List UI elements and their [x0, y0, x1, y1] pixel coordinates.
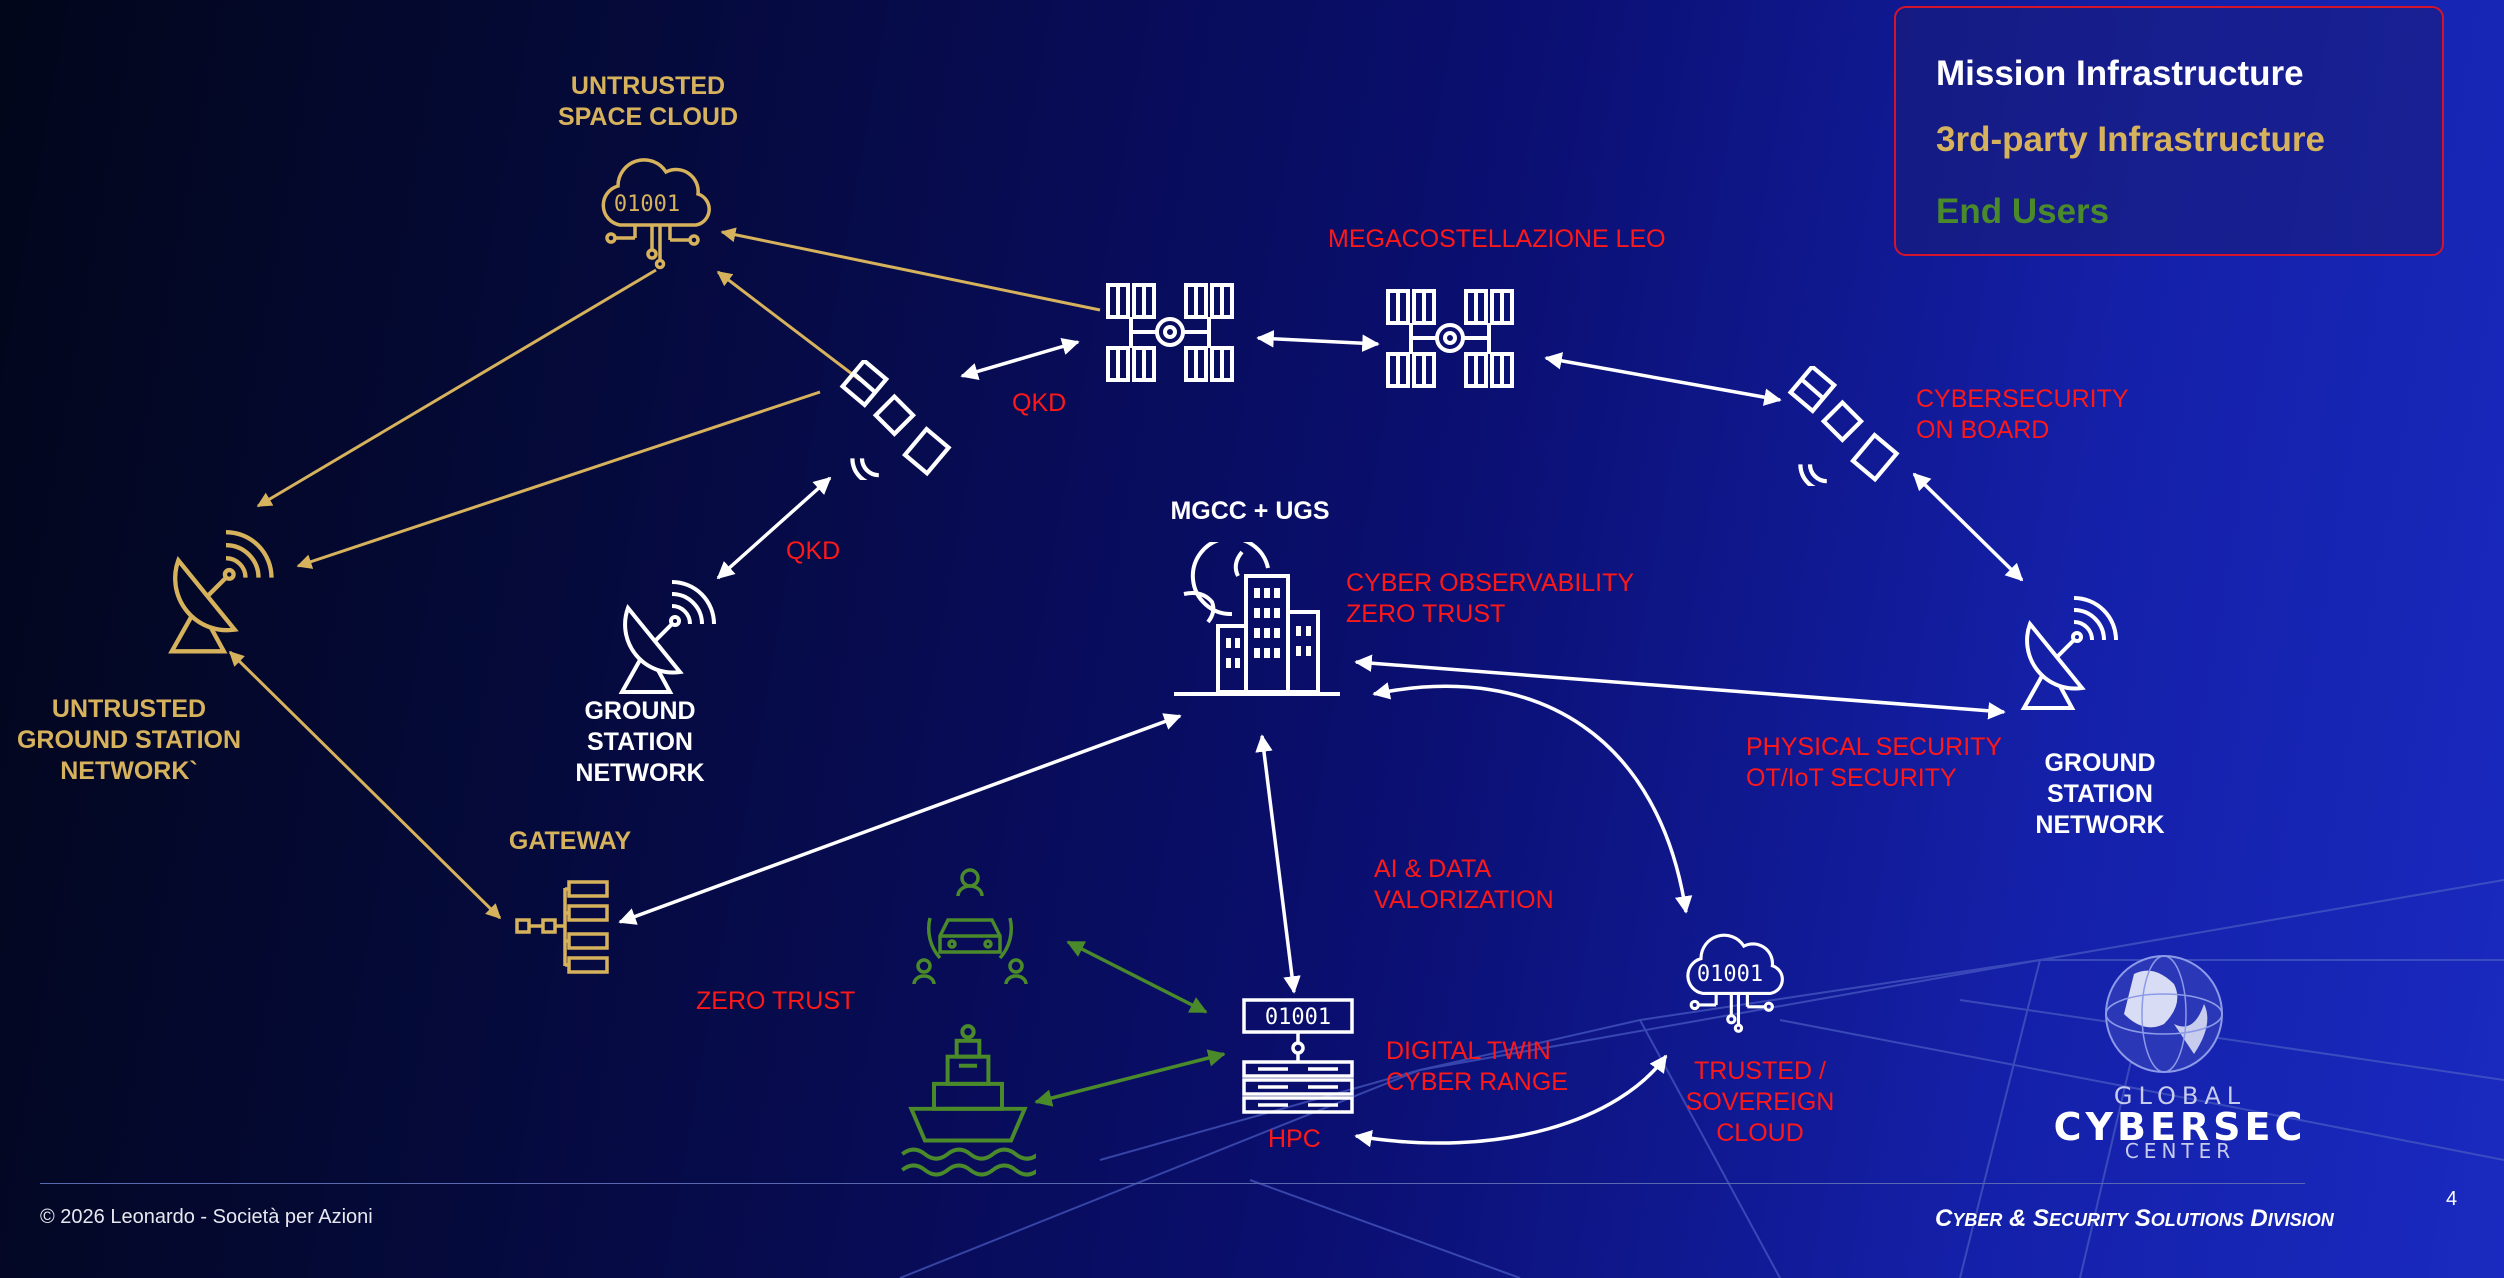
copyright-text: © 2026 Leonardo - Società per Azioni: [40, 1206, 373, 1228]
label-line: CLOUD: [1716, 1119, 1804, 1147]
label-line: SOVEREIGN: [1685, 1088, 1835, 1116]
link-space-cloud-to-untrusted-ground: [256, 268, 657, 508]
cyber-observability-label: CYBER OBSERVABILITY ZERO TRUST: [1346, 568, 1634, 630]
digital-twin-label: DIGITAL TWIN CYBER RANGE: [1386, 1036, 1568, 1098]
label-line: STATION: [586, 728, 693, 756]
link-untrusted-ground-gateway: [228, 650, 502, 920]
zero-trust-label: ZERO TRUST: [696, 987, 856, 1015]
link-satellite-ground-left: [716, 476, 832, 580]
ground-dish-icon-left: [620, 580, 716, 694]
satellite-icon-left: [843, 361, 949, 485]
qkd-bottom-label: QKD: [786, 537, 841, 565]
logo-line-3: CENTER: [2125, 1139, 2235, 1163]
untrusted-space-cloud-label: UNTRUSTED SPACE CLOUD: [528, 71, 768, 133]
hpc-binary: 01001: [1265, 1005, 1331, 1030]
label-line: ON BOARD: [1916, 416, 2050, 444]
page-number: 4: [2446, 1188, 2458, 1210]
link-hpc-trusted-cloud: [1354, 1054, 1668, 1148]
ship-icon: [900, 1024, 1036, 1177]
megaconstellation-label: MEGACOSTELLAZIONE LEO: [1328, 225, 1666, 253]
trusted-cloud-binary: 01001: [1697, 962, 1763, 987]
legend-third-party: 3rd-party Infrastructure: [1936, 120, 2325, 159]
end-user-links: [1034, 940, 1226, 1107]
label-line: NETWORK`: [60, 757, 198, 785]
space-station-icon-1: [1106, 283, 1234, 382]
link-station-station: [1256, 330, 1380, 352]
label-line: GROUND STATION: [16, 726, 242, 754]
ai-data-label: AI & DATA VALORIZATION: [1374, 854, 1554, 916]
division-part: OLUTIONS: [2150, 1210, 2244, 1230]
cybersecurity-on-board-label: CYBERSECURITY ON BOARD: [1916, 384, 2129, 446]
mission-links: [618, 330, 2024, 1148]
label-line: GROUND: [2044, 749, 2156, 777]
space-cloud-binary: 01001: [614, 192, 680, 217]
physical-security-label: PHYSICAL SECURITY OT/IoT SECURITY: [1746, 732, 2002, 794]
label-line: SPACE CLOUD: [557, 103, 739, 131]
link-ship-hpc: [1034, 1049, 1226, 1107]
untrusted-ground-dish-icon: [172, 532, 272, 651]
label-line: GROUND: [584, 697, 696, 725]
label-line: CYBERSECURITY: [1916, 385, 2129, 413]
label-line: ZERO TRUST: [1346, 600, 1506, 628]
label-line: STATION: [2046, 780, 2153, 808]
division-part: ECURITY: [2049, 1210, 2129, 1230]
logo-line-1: GLOBAL: [2114, 1082, 2246, 1110]
label-line: NETWORK: [2035, 811, 2165, 839]
legend-end-users: End Users: [1936, 192, 2110, 231]
car-users-icon: [914, 870, 1026, 984]
link-mgcc-trusted-cloud: [1372, 682, 1693, 914]
link-satellite-right-ground-right: [1912, 472, 2024, 582]
hpc-label: HPC: [1268, 1125, 1321, 1153]
link-satellite-station: [960, 338, 1080, 380]
qkd-top-label: QKD: [1012, 389, 1067, 417]
label-line: CYBER RANGE: [1386, 1068, 1568, 1096]
ground-station-right-label: GROUND STATION NETWORK: [2000, 748, 2200, 841]
legend-mission: Mission Infrastructure: [1936, 54, 2304, 93]
division-part: IVISION: [2267, 1210, 2334, 1230]
global-cybersec-globe-icon: [2105, 955, 2223, 1073]
footer-divider: [40, 1183, 2305, 1184]
label-line: NETWORK: [575, 759, 705, 787]
label-line: CYBER OBSERVABILITY: [1346, 569, 1635, 597]
link-satellite-to-untrusted-ground: [296, 390, 821, 569]
label-line: UNTRUSTED: [570, 72, 726, 100]
ground-dish-icon-right: [2022, 596, 2118, 710]
link-gateway-mgcc: [618, 713, 1182, 925]
mgcc-building-icon: [1172, 542, 1342, 696]
satellite-icon-right: [1791, 367, 1897, 491]
label-line: DIGITAL TWIN: [1386, 1037, 1551, 1065]
label-line: VALORIZATION: [1374, 886, 1554, 914]
ground-station-left-label: GROUND STATION NETWORK: [540, 696, 740, 789]
trusted-cloud-label: TRUSTED / SOVEREIGN CLOUD: [1680, 1056, 1840, 1149]
gateway-icon: [517, 882, 607, 972]
label-line: OT/IoT SECURITY: [1746, 764, 1957, 792]
space-station-icon-2: [1388, 291, 1512, 386]
division-part: C: [1935, 1205, 1953, 1232]
link-station-to-space-cloud: [720, 227, 1101, 312]
mgcc-label: MGCC + UGS: [1170, 497, 1330, 525]
gateway-label: GATEWAY: [508, 827, 632, 855]
division-part: YBER: [1952, 1210, 2003, 1230]
link-satellite-to-space-cloud: [716, 270, 861, 382]
division-part: D: [2243, 1205, 2268, 1232]
third-party-links: [228, 227, 1101, 920]
logo-line-2: CYBERSEC: [2054, 1105, 2307, 1149]
untrusted-ground-station-label: UNTRUSTED GROUND STATION NETWORK`: [0, 694, 258, 787]
division-name: CYBER & SECURITY SOLUTIONS DIVISION: [1935, 1205, 2334, 1233]
link-mgcc-hpc: [1255, 734, 1301, 994]
link-car-hpc: [1066, 940, 1208, 1014]
link-station-satellite-right: [1544, 352, 1782, 406]
label-line: TRUSTED /: [1694, 1057, 1826, 1085]
division-part: S: [2128, 1205, 2151, 1232]
legend-box: Mission Infrastructure 3rd-party Infrast…: [1894, 6, 2444, 256]
label-line: UNTRUSTED: [51, 695, 207, 723]
label-line: AI & DATA: [1374, 855, 1492, 883]
label-line: PHYSICAL SECURITY: [1746, 733, 2003, 761]
division-part: & S: [2002, 1205, 2050, 1232]
